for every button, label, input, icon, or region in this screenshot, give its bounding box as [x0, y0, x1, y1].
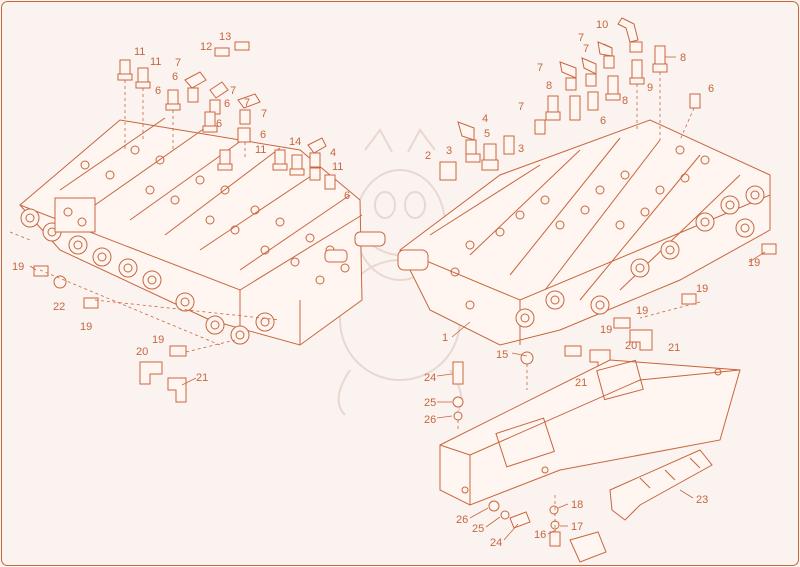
callout-7: 7 — [175, 57, 181, 69]
callout-6: 6 — [155, 85, 161, 97]
callout-17: 17 — [571, 521, 583, 533]
right-bank-fittings — [439, 17, 777, 563]
callout-3: 3 — [446, 145, 452, 157]
callout-9: 9 — [647, 82, 653, 94]
right-assembly-guides — [457, 72, 701, 530]
callout-15: 15 — [496, 349, 508, 361]
callout-19: 19 — [748, 257, 760, 269]
callout-24: 24 — [490, 537, 502, 549]
callout-25: 25 — [472, 523, 484, 535]
left-assembly-guides — [9, 80, 281, 353]
callout-21: 21 — [196, 372, 208, 384]
mascot-watermark-icon — [337, 128, 463, 416]
callout-6: 6 — [224, 98, 230, 110]
callout-10: 10 — [596, 19, 608, 31]
callout-24: 24 — [424, 372, 436, 384]
callout-7: 7 — [261, 108, 267, 120]
callout-6: 6 — [216, 118, 222, 130]
callout-8: 8 — [622, 95, 628, 107]
callout-7: 7 — [537, 62, 543, 74]
callout-11: 11 — [150, 56, 161, 68]
callout-11: 11 — [134, 46, 145, 58]
callout-20: 20 — [136, 346, 148, 358]
mounting-bracket-icon — [439, 359, 741, 521]
callout-19: 19 — [80, 321, 92, 333]
callout-8: 8 — [546, 80, 552, 92]
callout-2: 2 — [425, 150, 431, 162]
callout-22: 22 — [53, 301, 65, 313]
callout-7: 7 — [230, 85, 236, 97]
callout-6: 6 — [600, 115, 606, 127]
callout-19: 19 — [12, 261, 24, 273]
callout-6: 6 — [708, 83, 714, 95]
callout-26: 26 — [424, 414, 436, 426]
callout-3: 3 — [518, 143, 524, 155]
left-valve-bank-icon — [19, 117, 386, 346]
callout-21: 21 — [575, 377, 587, 389]
callout-14: 14 — [289, 136, 301, 148]
callout-7: 7 — [583, 43, 589, 55]
callout-leaders — [29, 43, 766, 541]
callout-26: 26 — [456, 514, 468, 526]
callout-7: 7 — [244, 97, 250, 109]
callout-12: 12 — [200, 41, 212, 53]
callout-1: 1 — [442, 332, 448, 344]
callout-18: 18 — [571, 499, 583, 511]
callout-6: 6 — [260, 129, 266, 141]
callout-6: 6 — [172, 71, 178, 83]
callout-16: 16 — [534, 529, 546, 541]
callout-19: 19 — [600, 324, 612, 336]
callout-25: 25 — [424, 397, 436, 409]
callout-8: 8 — [680, 52, 686, 64]
callout-23: 23 — [696, 494, 708, 506]
callout-6: 6 — [344, 190, 350, 202]
callout-11: 11 — [255, 144, 266, 156]
callout-11: 11 — [332, 161, 343, 173]
callout-7: 7 — [578, 32, 584, 44]
callout-5: 5 — [484, 128, 490, 140]
callout-19: 19 — [696, 283, 708, 295]
callout-21: 21 — [668, 342, 680, 354]
right-valve-bank-icon — [397, 119, 771, 346]
callout-13: 13 — [219, 31, 231, 43]
callout-19: 19 — [636, 305, 648, 317]
callout-labels: 1 2 3 3 4 4 5 6 6 6 6 6 6 6 6 7 7 7 7 7 … — [12, 19, 760, 549]
left-bank-fittings — [33, 41, 336, 403]
callout-19: 19 — [152, 334, 164, 346]
callout-4: 4 — [330, 147, 336, 159]
callout-20: 20 — [625, 340, 637, 352]
callout-7: 7 — [518, 101, 524, 113]
callout-4: 4 — [482, 113, 488, 125]
